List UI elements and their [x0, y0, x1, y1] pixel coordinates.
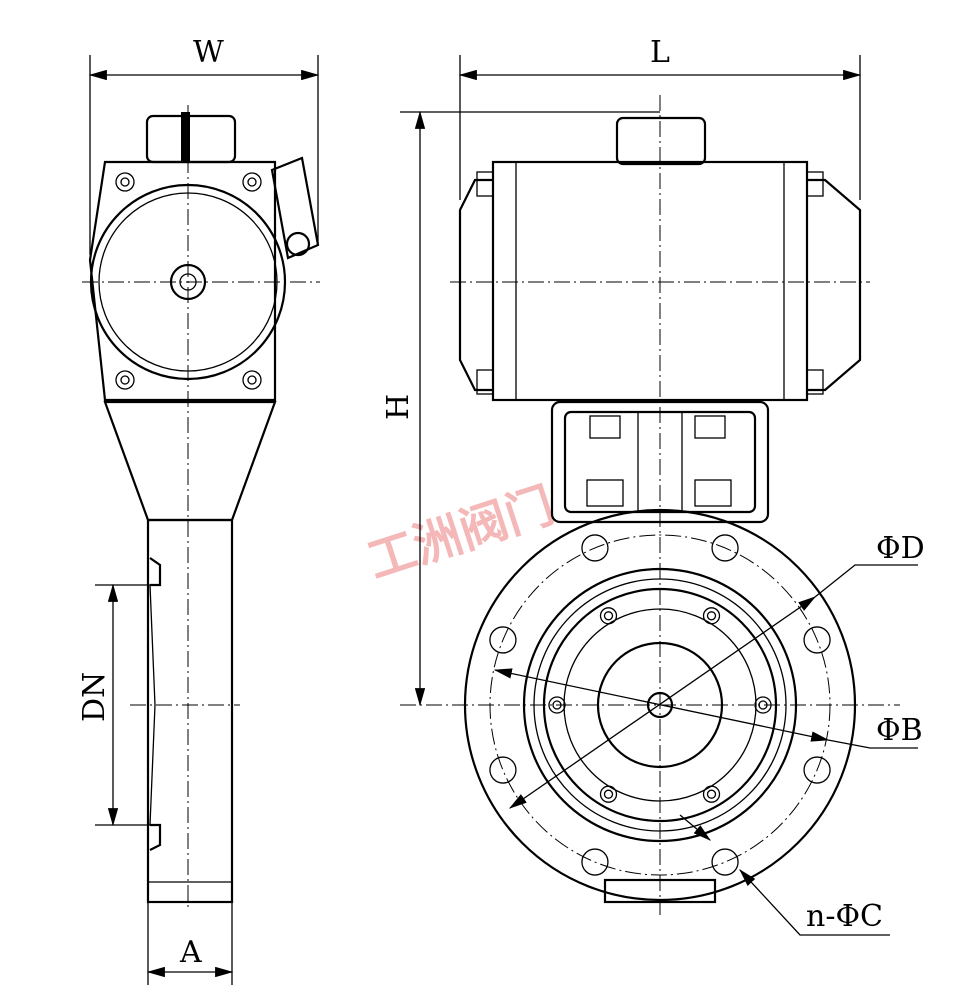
bolt-head: [702, 607, 721, 625]
bolt-hole: [581, 848, 609, 876]
dim-w-label: W: [193, 35, 224, 70]
dim-phi-b-label: ΦB: [876, 713, 923, 748]
bolt-head: [599, 785, 618, 803]
bolt-head-inner: [706, 789, 717, 799]
side-view: [82, 55, 320, 985]
dim-n-phi-c-label: n-ΦC: [806, 899, 883, 934]
bolt-head-inner: [603, 789, 614, 799]
dim-phi-d-label: ΦD: [876, 531, 925, 566]
bolt-hole: [711, 848, 739, 876]
bolt-hole: [489, 756, 517, 784]
bolt-head: [599, 607, 618, 625]
watermark: 工洲阀门: [361, 477, 561, 590]
dim-a-label: A: [179, 935, 202, 970]
dim-dn-label: DN: [77, 672, 112, 722]
dim-h-label: H: [381, 394, 416, 420]
dim-l-label: L: [650, 35, 670, 70]
bolt-head-inner: [706, 611, 717, 621]
bolt-head: [702, 785, 721, 803]
bolt-hole: [581, 534, 609, 562]
front-view: [400, 55, 918, 936]
bolt-hole: [711, 534, 739, 562]
bolt-head-inner: [603, 611, 614, 621]
